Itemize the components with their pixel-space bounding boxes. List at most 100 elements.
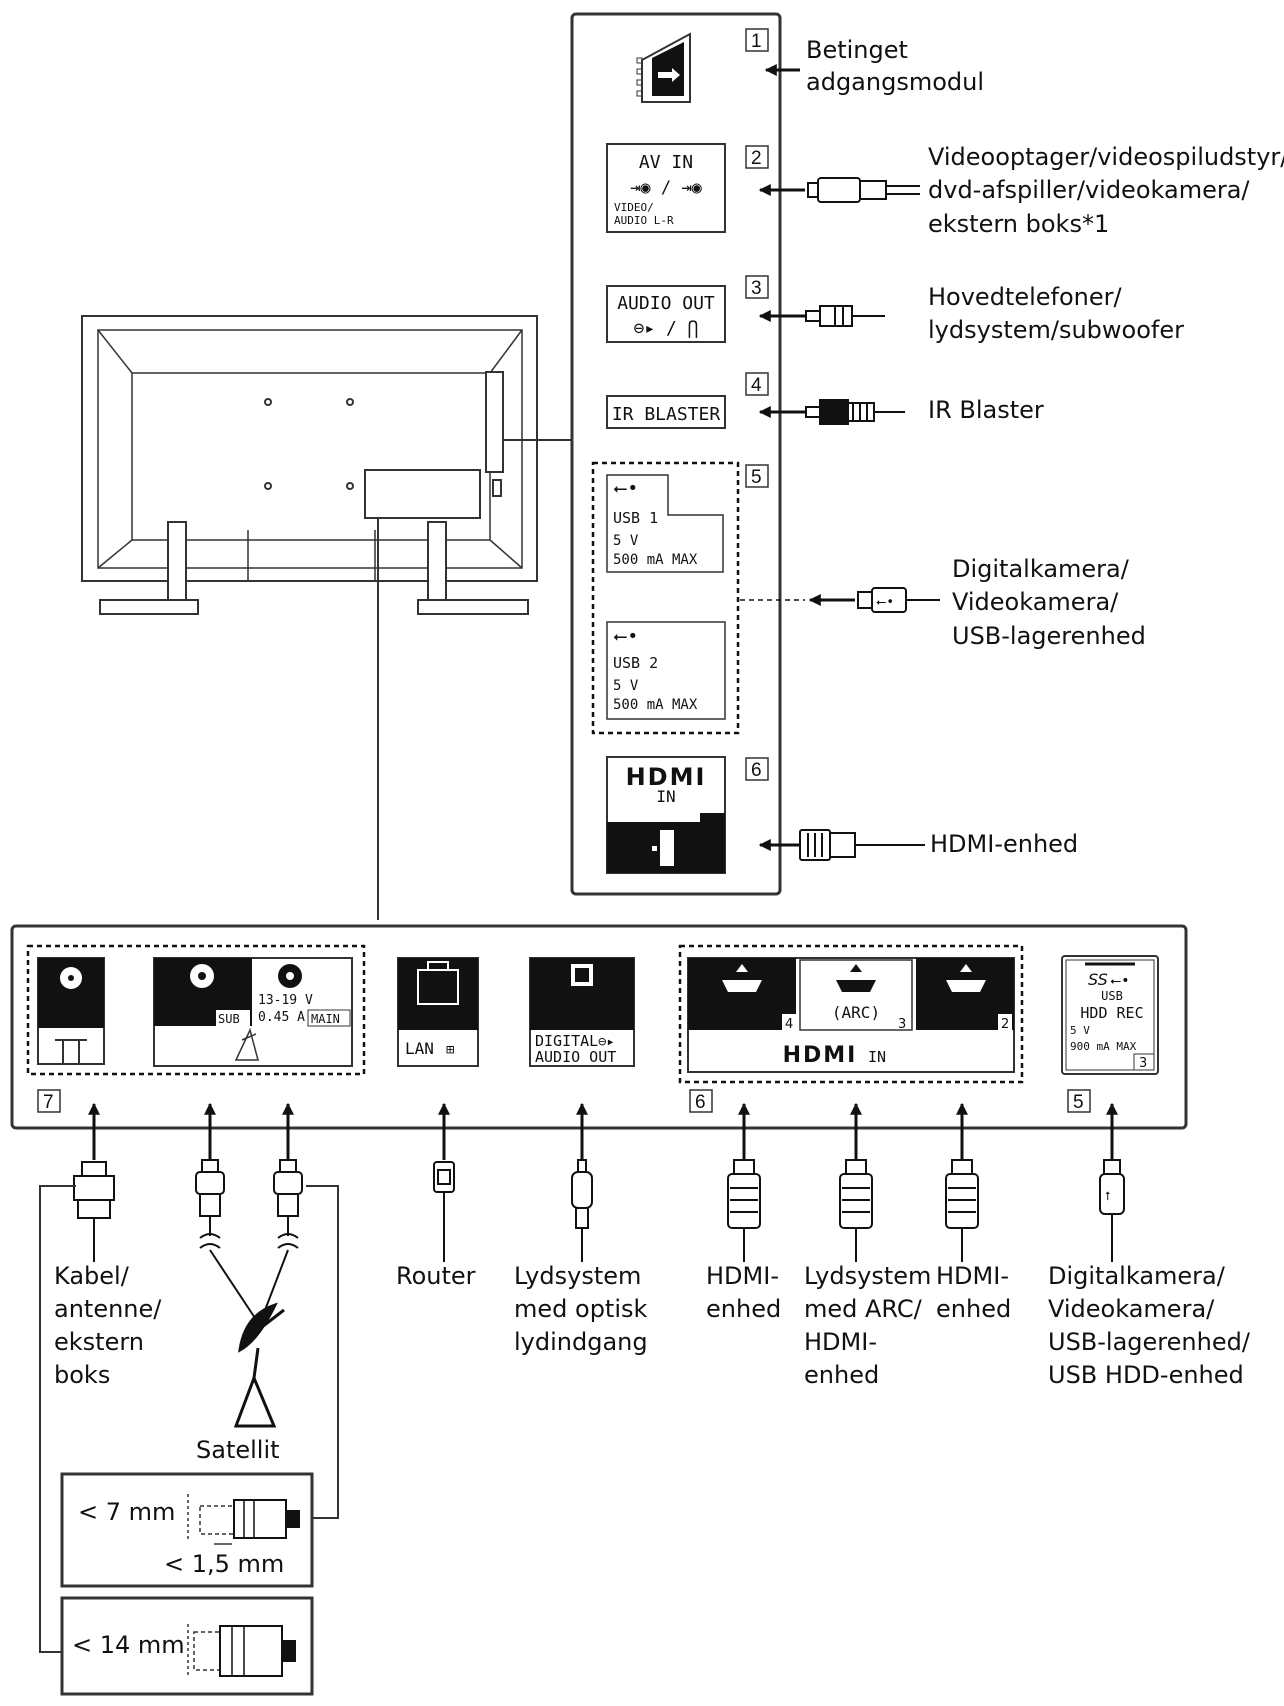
ir-blaster-title: IR BLASTER xyxy=(612,404,721,425)
label-usb-2: Videokamera/ xyxy=(952,588,1119,616)
digital-audio-line1: DIGITAL xyxy=(535,1032,598,1050)
usb2-title: USB 2 xyxy=(613,654,658,672)
usb3-usb-label: USB xyxy=(1101,989,1123,1003)
num-2: 2 xyxy=(751,148,762,169)
label-kabel-4: boks xyxy=(54,1361,110,1389)
label-satellit: Satellit xyxy=(196,1436,280,1464)
label-usbb-1: Digitalkamera/ xyxy=(1048,1262,1226,1290)
label-arc-1: Lydsystem xyxy=(804,1262,931,1290)
label-hdmi2-2: enhed xyxy=(936,1295,1011,1323)
label-usbb-4: USB HDD-enhed xyxy=(1048,1361,1244,1389)
arc-label: (ARC) xyxy=(832,1003,880,1022)
hdmi-side-port: HDMI IN 1 xyxy=(606,756,726,874)
hdmi-port-4: 4 xyxy=(785,1017,793,1032)
lan-port: LAN ⊞ xyxy=(397,957,479,1067)
audio-out-bottom-icon: ⊖▸ xyxy=(598,1034,615,1050)
label-ir: IR Blaster xyxy=(928,396,1044,424)
usb-side-group: ⭠• USB 1 5 V 500 mA MAX ⭠• USB 2 5 V 500… xyxy=(591,461,740,735)
usb3-hdd-label: HDD REC xyxy=(1080,1004,1143,1022)
usb3-ss-label: SS xyxy=(1088,970,1108,989)
bottom-arrows xyxy=(88,1102,1118,1160)
cam-slot-icon xyxy=(636,32,691,103)
dimension-boxes: < 7 mm < 1,5 mm < 14 mm xyxy=(39,1185,339,1696)
label-router: Router xyxy=(396,1262,476,1290)
lan-network-icon: ⊞ xyxy=(446,1042,455,1058)
num-1: 1 xyxy=(751,31,762,52)
label-kabel-2: antenne/ xyxy=(54,1295,162,1323)
side-cable-icons: ⭠• xyxy=(799,177,940,861)
usb2-symbol-icon: ⭠• xyxy=(613,626,638,647)
label-usb-1: Digitalkamera/ xyxy=(952,555,1130,583)
hdmi-port-2: 2 xyxy=(1001,1017,1009,1032)
usb-bottom-plug-symbol-icon: ⭡ xyxy=(1105,1189,1111,1203)
label-opt-1: Lydsystem xyxy=(514,1262,641,1290)
av-in-title: AV IN xyxy=(639,152,693,173)
label-arc-4: enhed xyxy=(804,1361,879,1389)
num-6: 6 xyxy=(751,760,762,781)
label-kabel-1: Kabel/ xyxy=(54,1262,130,1290)
label-hdmi4-1: HDMI- xyxy=(706,1262,779,1290)
label-audio-1: Hovedtelefoner/ xyxy=(928,283,1123,311)
num-6-bottom: 6 xyxy=(695,1092,706,1113)
label-cam-2: adgangsmodul xyxy=(806,68,984,96)
optical-port: (OPTICAL) DIGITAL ⊖▸ AUDIO OUT xyxy=(529,957,635,1067)
av-in-icons: ⇥◉ / ⇥◉ xyxy=(630,178,702,198)
sat-sub-voltage: 13-19 V xyxy=(160,993,215,1008)
bottom-panel: 7 6 5 13-19 V 0.45 A SUB 13-19 V 0.45 A xyxy=(10,924,1188,1130)
bottom-cable-icons: ⭡ xyxy=(73,1159,1125,1319)
num-7-bottom: 7 xyxy=(43,1092,54,1113)
usb2-volt: 5 V xyxy=(613,678,639,694)
label-av-3: ekstern boks*1 xyxy=(928,210,1109,238)
num-3: 3 xyxy=(751,278,762,299)
usb3-bottom-port: SS ⭠• USB HDD REC 5 V 900 mA MAX 3 xyxy=(1061,955,1159,1075)
label-audio-2: lydsystem/subwoofer xyxy=(928,316,1184,344)
label-av-1: Videooptager/videospiludstyr/ xyxy=(928,143,1284,171)
label-hdmi4-2: enhed xyxy=(706,1295,781,1323)
av-in-sub1: VIDEO/ xyxy=(614,201,654,214)
sat-main-tag: MAIN xyxy=(311,1012,340,1026)
hdmi-side-in: IN xyxy=(656,787,675,806)
usb1-amp: 500 mA MAX xyxy=(613,552,698,568)
usb2-amp: 500 mA MAX xyxy=(613,697,698,713)
dim-lt14: < 14 mm xyxy=(72,1631,185,1659)
satellite-dish-icon xyxy=(233,1302,285,1428)
label-kabel-3: ekstern xyxy=(54,1328,144,1356)
audio-out-icons: ⊖▸ / ⋂ xyxy=(633,318,698,339)
sat-sub-tag: SUB xyxy=(218,1012,240,1026)
hdmi-bottom-in: IN xyxy=(868,1048,886,1066)
tv-back-illustration xyxy=(81,315,572,920)
satellite-ports: 13-19 V 0.45 A SUB 13-19 V 0.45 A MAIN xyxy=(153,957,353,1067)
usb1-title: USB 1 xyxy=(613,509,658,527)
usb1-volt: 5 V xyxy=(613,533,639,549)
hdmi-side-portnum: 1 xyxy=(706,817,716,836)
num-5: 5 xyxy=(751,467,762,488)
label-usbb-2: Videokamera/ xyxy=(1048,1295,1215,1323)
av-in-port: AV IN ⇥◉ / ⇥◉ VIDEO/ AUDIO L-R xyxy=(606,143,726,233)
hdmi-bottom-ports: (ARC) 4 3 2 HDMI IN xyxy=(687,957,1015,1073)
optical-label: (OPTICAL) xyxy=(541,1007,622,1025)
hdmi-side-brand: HDMI xyxy=(626,763,707,791)
usb3-volt: 5 V xyxy=(1070,1024,1090,1037)
ir-blaster-port: IR BLASTER xyxy=(606,395,726,429)
usb-plug-symbol-icon: ⭠• xyxy=(876,595,894,610)
num-5-bottom: 5 xyxy=(1073,1092,1084,1113)
label-opt-2: med optisk xyxy=(514,1295,648,1323)
side-number-boxes: 1 2 3 4 5 6 xyxy=(745,28,769,781)
label-hdmi2-1: HDMI- xyxy=(936,1262,1009,1290)
audio-out-port: AUDIO OUT ⊖▸ / ⋂ xyxy=(606,285,726,343)
num-4: 4 xyxy=(751,375,762,396)
label-hdmi-side: HDMI-enhed xyxy=(930,830,1078,858)
side-connections xyxy=(740,64,855,851)
side-panel: 1 2 3 4 5 6 AV IN ⇥◉ / ⇥◉ VID xyxy=(570,12,782,896)
sat-sub-amp: 0.45 A xyxy=(160,1010,207,1025)
side-labels: Betinget adgangsmodul Videooptager/video… xyxy=(806,36,1284,858)
label-av-2: dvd-afspiller/videokamera/ xyxy=(928,176,1250,204)
label-usb-3: USB-lagerenhed xyxy=(952,622,1146,650)
antenna-port xyxy=(37,957,105,1065)
sat-main-voltage: 13-19 V xyxy=(258,993,313,1008)
label-arc-3: HDMI- xyxy=(804,1328,877,1356)
label-opt-3: lydindgang xyxy=(514,1328,648,1356)
usb3-symbol-icon: ⭠• xyxy=(1110,973,1129,989)
label-usbb-3: USB-lagerenhed/ xyxy=(1048,1328,1251,1356)
